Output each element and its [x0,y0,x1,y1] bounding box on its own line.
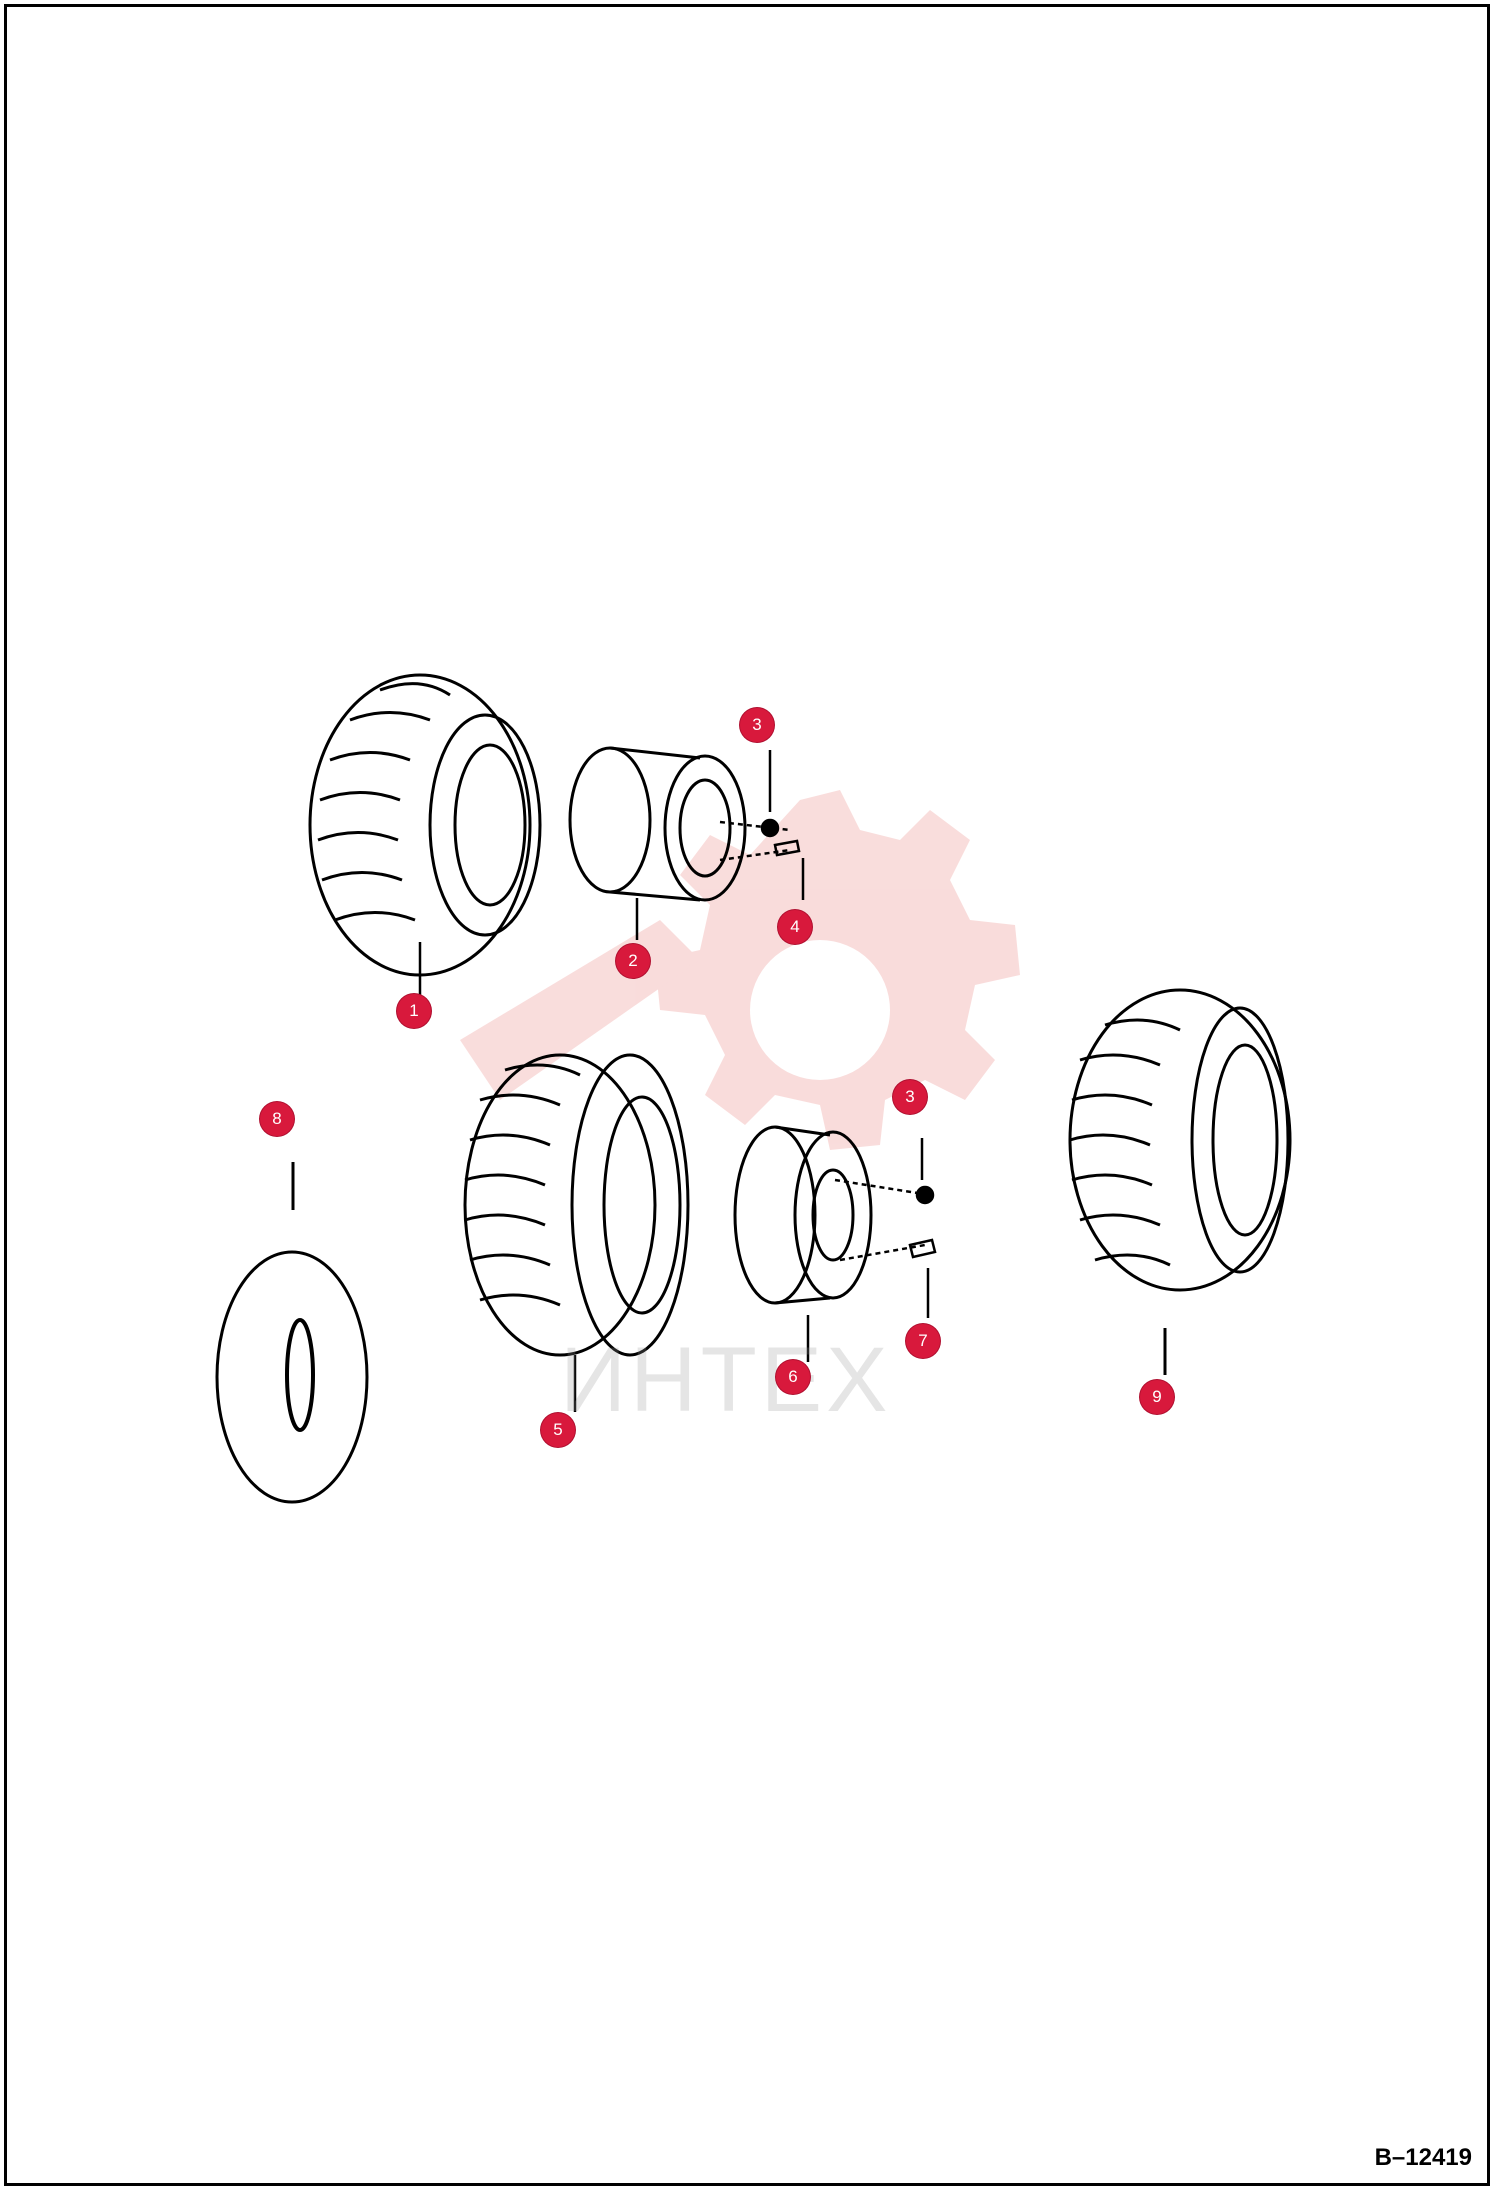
tube-8-drawing [215,1162,369,1504]
drawing-frame [4,4,1490,2186]
tire-9-drawing [1068,988,1292,1375]
callout-6[interactable]: 6 [776,1360,810,1394]
callout-7[interactable]: 7 [906,1324,940,1358]
watermark-text: ИНТЕХ [560,1329,892,1431]
tire-5-drawing [463,1053,690,1357]
callout-3-lower[interactable]: 3 [893,1080,927,1114]
callout-9[interactable]: 9 [1140,1380,1174,1414]
watermark-gear-icon [460,790,1020,1150]
rim-2-drawing [568,746,747,902]
rim-6-drawing [733,1125,873,1305]
callout-2[interactable]: 2 [616,944,650,978]
callout-5[interactable]: 5 [541,1413,575,1447]
callout-4[interactable]: 4 [778,910,812,944]
callout-3-upper[interactable]: 3 [740,708,774,742]
callout-1[interactable]: 1 [397,994,431,1028]
hardware-lower [573,1138,937,1412]
hardware-upper [418,750,805,1000]
callout-8[interactable]: 8 [260,1102,294,1136]
figure-id: B–12419 [1374,2144,1472,2171]
tire-1-drawing [308,673,542,977]
